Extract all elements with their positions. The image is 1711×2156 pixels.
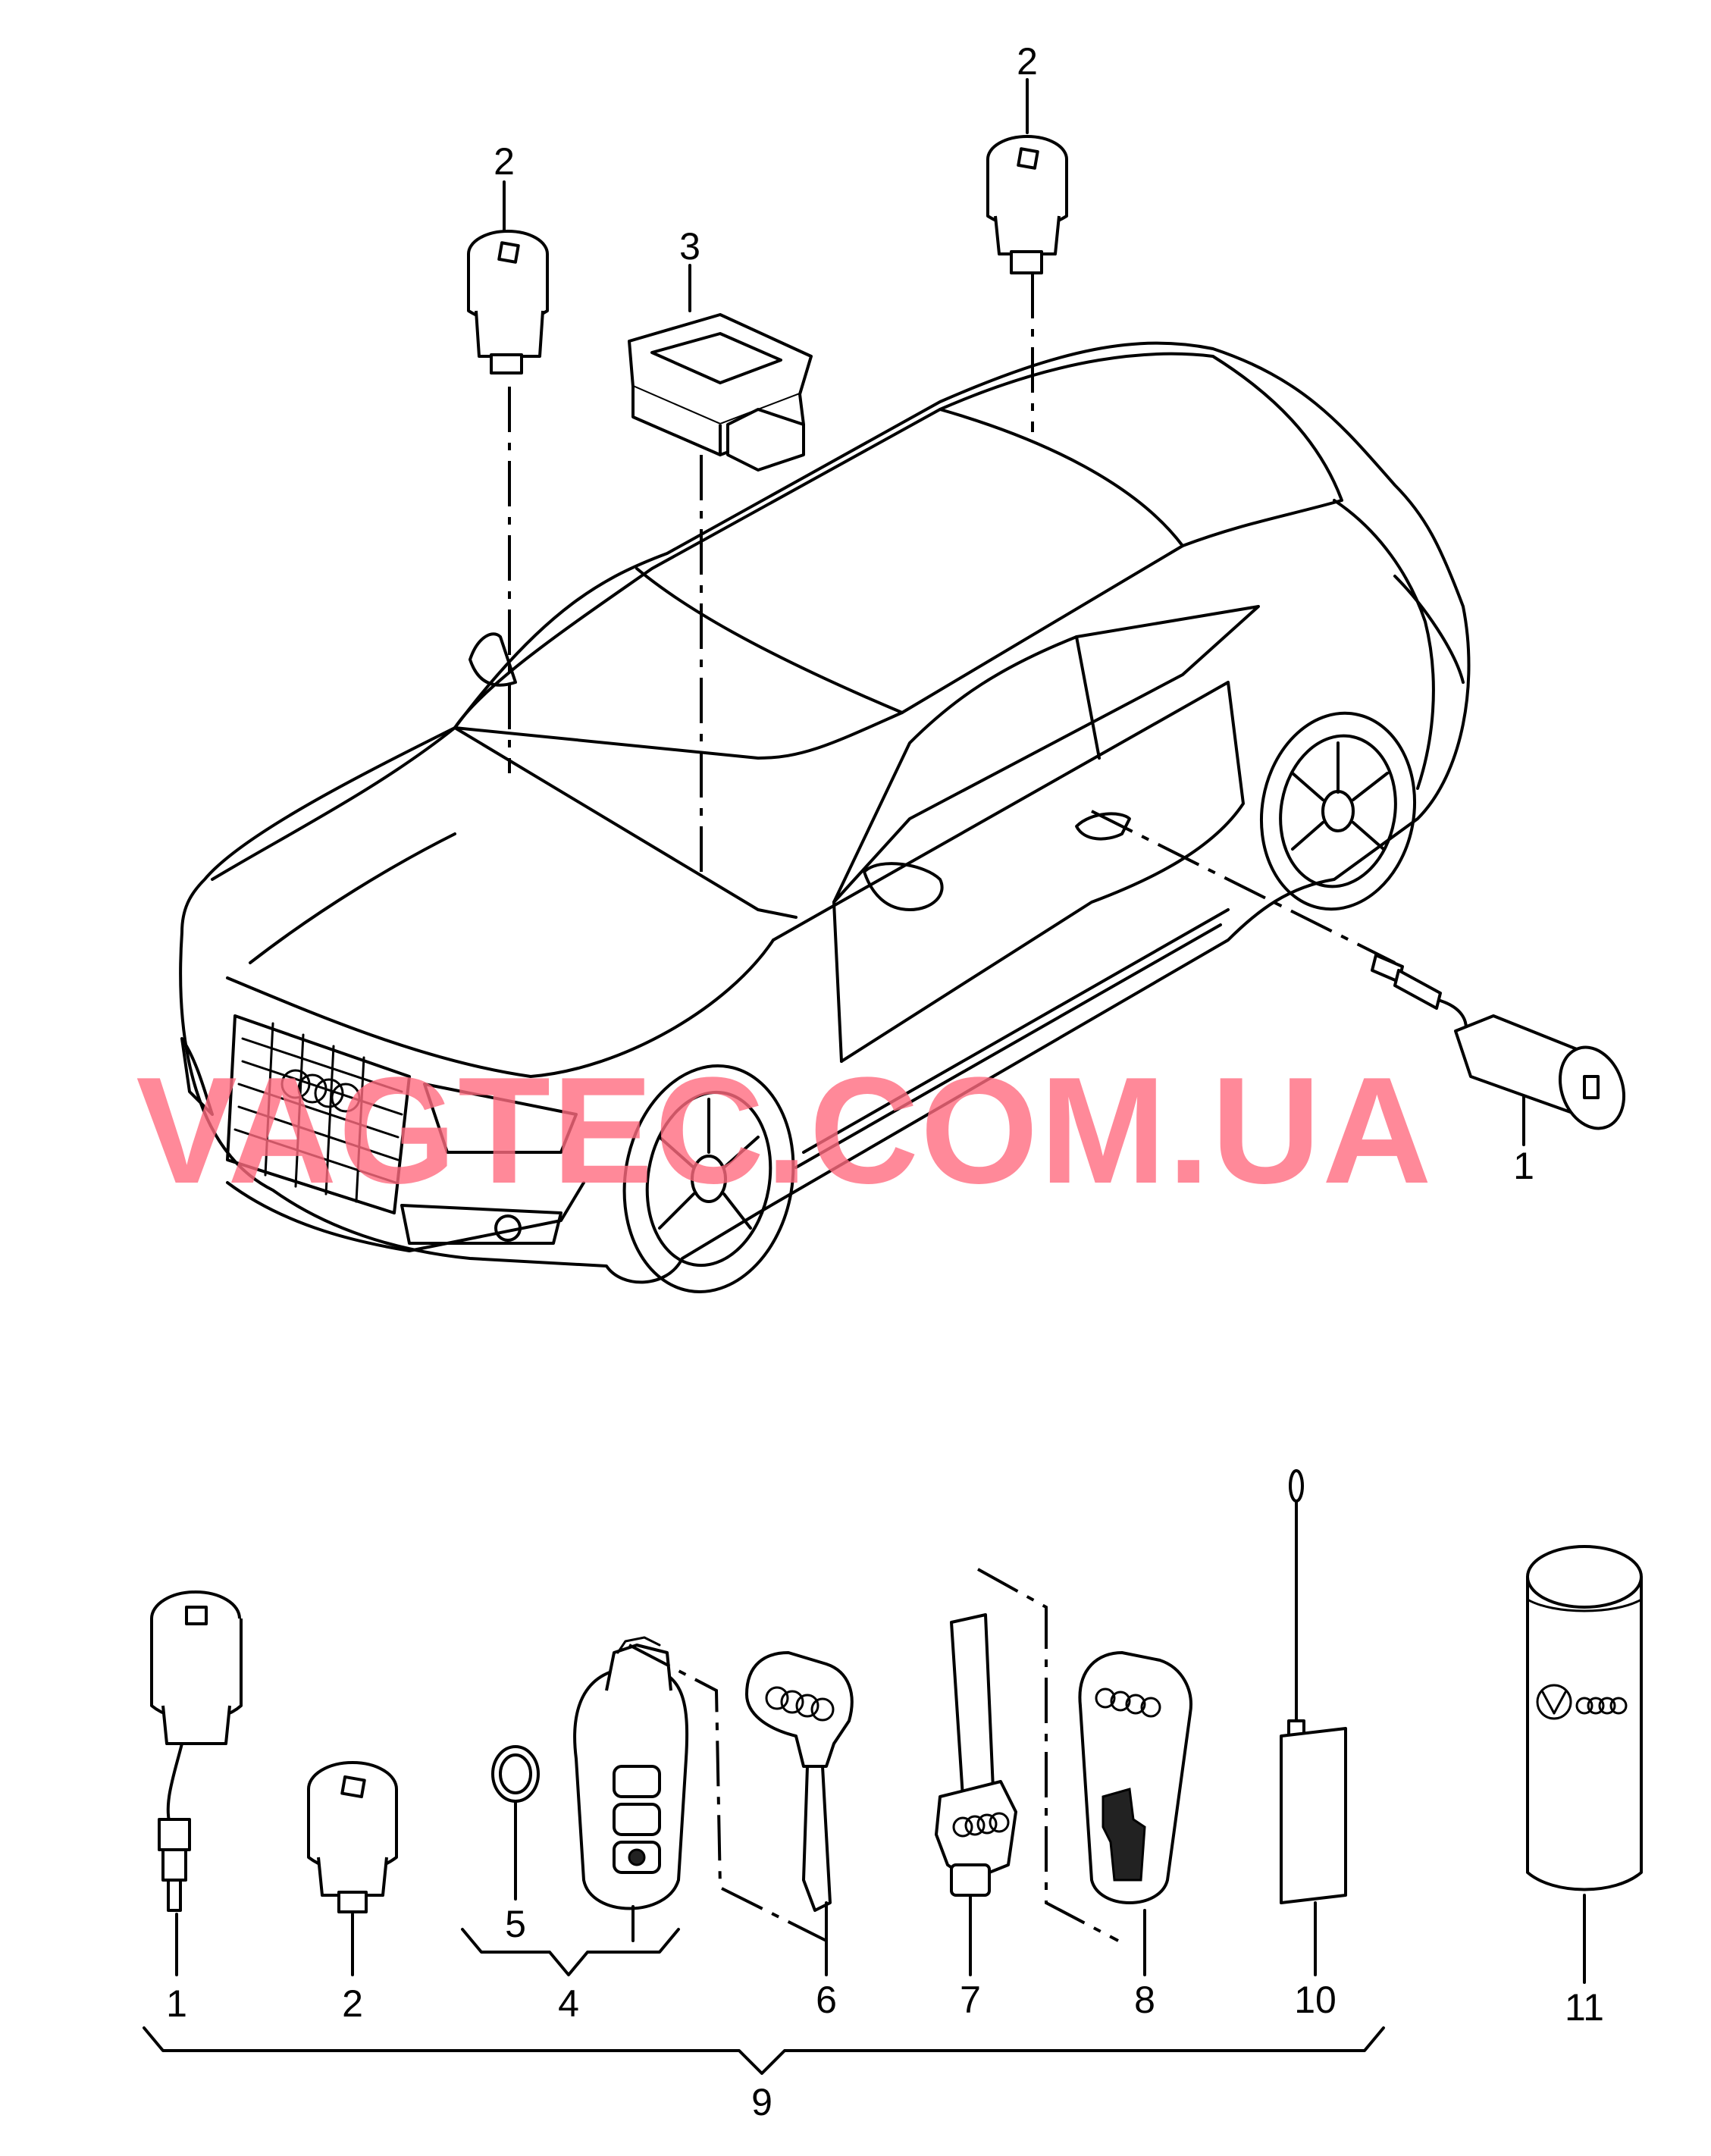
- watermark: VAGTEC.COM.UA: [136, 1046, 1433, 1215]
- callout-lock-right: 2: [1017, 40, 1038, 83]
- callout-p1: 1: [166, 1982, 187, 2025]
- part-2-lock-cylinder: [307, 1761, 398, 1913]
- leader-key-set: [628, 1644, 827, 1942]
- callout-p2: 2: [342, 1982, 363, 2025]
- part-6-emergency-key: [745, 1651, 854, 1912]
- leader-lock-door: [1091, 810, 1396, 964]
- leader-fold-key-set: [977, 1568, 1119, 1942]
- control-module: [628, 313, 813, 472]
- car-illustration: [179, 341, 1471, 1293]
- callout-p10: 10: [1294, 1979, 1337, 2021]
- callout-p7: 7: [960, 1979, 981, 2021]
- callout-lock-left: 2: [494, 140, 515, 183]
- part-7-folding-key: [935, 1613, 1017, 1897]
- callout-lock-door: 1: [1513, 1145, 1534, 1187]
- part-4-remote-key: [573, 1636, 689, 1910]
- part-1-lock-cylinder-wire: [150, 1590, 243, 1912]
- lock-cylinder-top-right: [986, 135, 1068, 274]
- callout-p8: 8: [1134, 1979, 1155, 2021]
- callout-p11: 11: [1565, 1986, 1604, 2029]
- part-10-tag: [1280, 1469, 1347, 1904]
- callout-p9: 9: [751, 2081, 772, 2123]
- callout-p6: 6: [816, 1979, 837, 2021]
- part-5-ring: [491, 1745, 540, 1803]
- lock-cylinder-top-left: [467, 230, 549, 374]
- callout-p4: 4: [558, 1982, 579, 2025]
- callout-p5: 5: [505, 1903, 526, 1945]
- lock-cylinder-with-wire-car: [1371, 954, 1626, 1130]
- part-11-can: [1526, 1545, 1643, 1891]
- callout-module: 3: [679, 225, 700, 268]
- part-8-key-housing: [1078, 1651, 1192, 1904]
